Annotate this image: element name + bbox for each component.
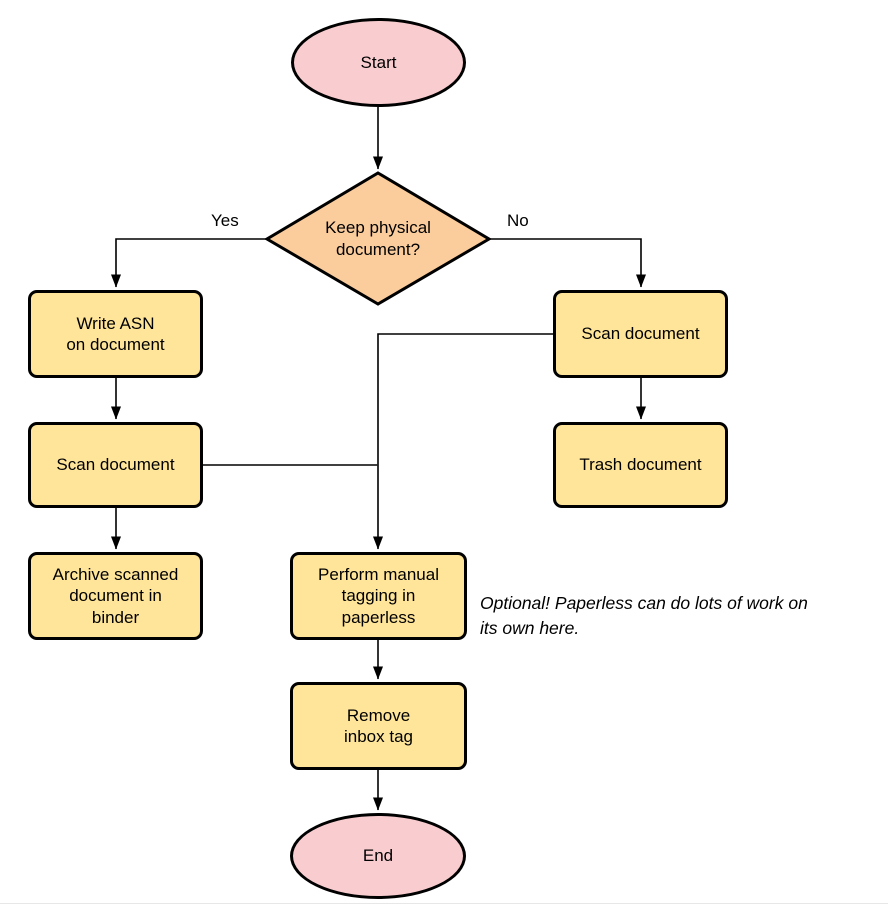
node-trash-document: Trash document — [553, 422, 728, 508]
node-scan-document-right: Scan document — [553, 290, 728, 378]
connector-decision-no — [490, 238, 646, 288]
annotation-optional-note: Optional! Paperless can do lots of work … — [480, 593, 808, 638]
node-perform-manual-tagging: Perform manual tagging in paperless — [290, 552, 467, 640]
node-start: Start — [291, 18, 466, 107]
node-write-asn: Write ASN on document — [28, 290, 203, 378]
node-decision-keep-physical-label: Keep physical document? — [325, 217, 431, 259]
node-end: End — [290, 813, 466, 899]
node-scan-document-left: Scan document — [28, 422, 203, 508]
connector-decision-yes — [111, 238, 266, 288]
node-archive-binder: Archive scanned document in binder — [28, 552, 203, 640]
node-remove-inbox-tag: Remove inbox tag — [290, 682, 467, 770]
bottom-edge-line — [0, 903, 888, 904]
edge-label-no: No — [507, 211, 529, 230]
decision-diamond-shape — [264, 171, 492, 306]
connector-scanright-to-tagging — [373, 333, 553, 550]
edge-label-yes: Yes — [211, 211, 239, 230]
